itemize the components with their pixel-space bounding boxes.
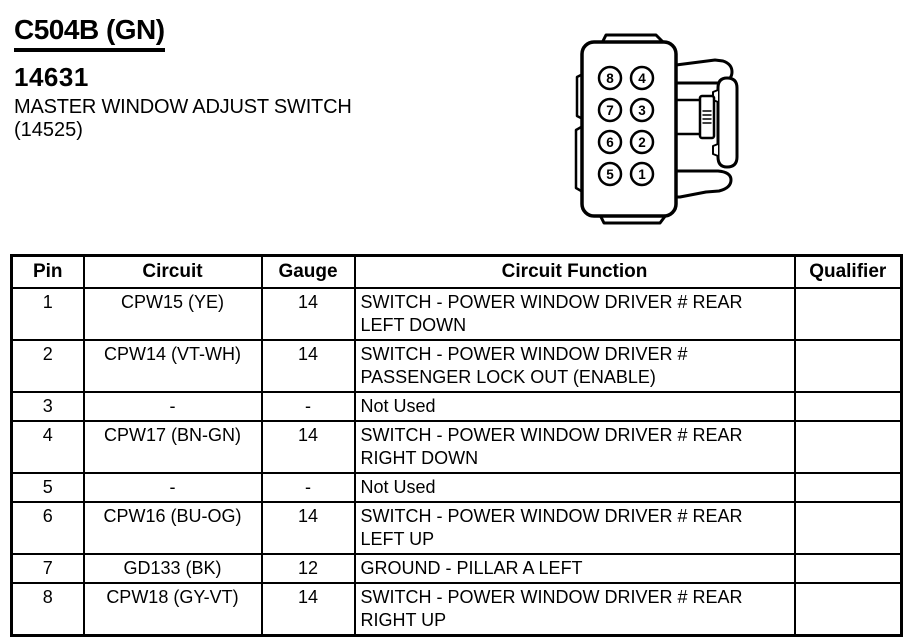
cell-function: SWITCH - POWER WINDOW DRIVER # REAR LEFT… xyxy=(353,286,796,341)
cell-qualifier xyxy=(793,471,903,503)
pin-cavity-7 xyxy=(597,97,623,123)
pin-number-label: 2 xyxy=(638,135,646,150)
cell-circuit: CPW15 (YE) xyxy=(82,286,263,341)
pin-cavity-6 xyxy=(597,129,623,155)
cell-qualifier xyxy=(793,390,903,422)
connector-latch-slot xyxy=(674,98,702,136)
pin-cavity-5 xyxy=(597,161,623,187)
cell-function: GROUND - PILLAR A LEFT xyxy=(353,552,796,584)
cell-qualifier xyxy=(793,581,903,636)
pin-number-label: 7 xyxy=(606,103,614,118)
cell-qualifier xyxy=(793,338,903,393)
cell-pin: 6 xyxy=(10,500,85,555)
connector-latch-bottom-wing xyxy=(674,169,733,199)
pin-number-label: 6 xyxy=(606,135,614,150)
cell-circuit: - xyxy=(82,390,263,422)
cell-gauge: 14 xyxy=(260,581,356,636)
cell-function: Not Used xyxy=(353,471,796,503)
connector-lock-bar-hatching xyxy=(702,110,712,124)
cell-pin: 1 xyxy=(10,286,85,341)
cell-gauge: - xyxy=(260,471,356,503)
column-header-circuit: Circuit xyxy=(82,254,263,289)
cell-circuit: CPW14 (VT-WH) xyxy=(82,338,263,393)
cell-qualifier xyxy=(793,500,903,555)
connector-face-drawing: 8 4 7 3 6 2 5 1 xyxy=(574,33,739,225)
cell-pin: 7 xyxy=(10,552,85,584)
column-header-gauge: Gauge xyxy=(260,254,356,289)
cell-gauge: 14 xyxy=(260,500,356,555)
pinout-table: Pin Circuit Gauge Circuit Function Quali… xyxy=(10,254,903,637)
cell-pin: 8 xyxy=(10,581,85,636)
pin-number-label: 8 xyxy=(606,71,614,86)
cell-gauge: 14 xyxy=(260,286,356,341)
cell-function: SWITCH - POWER WINDOW DRIVER # REAR LEFT… xyxy=(353,500,796,555)
cell-qualifier xyxy=(793,286,903,341)
cell-gauge: 12 xyxy=(260,552,356,584)
cell-gauge: 14 xyxy=(260,419,356,474)
cell-circuit: CPW17 (BN-GN) xyxy=(82,419,263,474)
cell-function: SWITCH - POWER WINDOW DRIVER # REAR RIGH… xyxy=(353,581,796,636)
column-header-function: Circuit Function xyxy=(353,254,796,289)
cell-pin: 5 xyxy=(10,471,85,503)
cell-pin: 4 xyxy=(10,419,85,474)
table-header-row: Pin Circuit Gauge Circuit Function Quali… xyxy=(10,254,903,289)
pin-cavity-2 xyxy=(629,129,655,155)
cell-circuit: GD133 (BK) xyxy=(82,552,263,584)
connector-latch-capsule xyxy=(716,76,739,169)
pin-number-label: 5 xyxy=(606,167,614,182)
pin-cavity-3 xyxy=(629,97,655,123)
connector-capsule-notch-lower xyxy=(712,143,719,157)
column-header-pin: Pin xyxy=(10,254,85,289)
part-name: MASTER WINDOW ADJUST SWITCH xyxy=(14,96,352,118)
cell-gauge: 14 xyxy=(260,338,356,393)
part-reference-number: (14525) xyxy=(14,119,83,141)
cell-pin: 2 xyxy=(10,338,85,393)
pin-cavity-1 xyxy=(629,161,655,187)
column-header-qualifier: Qualifier xyxy=(793,254,903,289)
table-row: 3--Not Used xyxy=(10,390,903,422)
cell-circuit: CPW16 (BU-OG) xyxy=(82,500,263,555)
part-number: 14631 xyxy=(14,62,89,92)
table-row: 5--Not Used xyxy=(10,471,903,503)
pin-number-label: 1 xyxy=(638,167,646,182)
cell-function: Not Used xyxy=(353,390,796,422)
cell-pin: 3 xyxy=(10,390,85,422)
cell-circuit: CPW18 (GY-VT) xyxy=(82,581,263,636)
connector-body xyxy=(580,40,678,218)
cell-circuit: - xyxy=(82,471,263,503)
connector-id-title: C504B (GN) xyxy=(14,14,165,52)
cell-gauge: - xyxy=(260,390,356,422)
cell-qualifier xyxy=(793,552,903,584)
pin-cavity-4 xyxy=(629,65,655,91)
cell-qualifier xyxy=(793,419,903,474)
connector-diagram: 8 4 7 3 6 2 5 1 xyxy=(566,26,751,231)
cell-function: SWITCH - POWER WINDOW DRIVER # REAR RIGH… xyxy=(353,419,796,474)
pin-cavity-8 xyxy=(597,65,623,91)
pin-number-label: 3 xyxy=(638,103,646,118)
connector-lock-bar xyxy=(698,94,716,140)
cell-function: SWITCH - POWER WINDOW DRIVER # PASSENGER… xyxy=(353,338,796,393)
pin-number-label: 4 xyxy=(638,71,646,86)
